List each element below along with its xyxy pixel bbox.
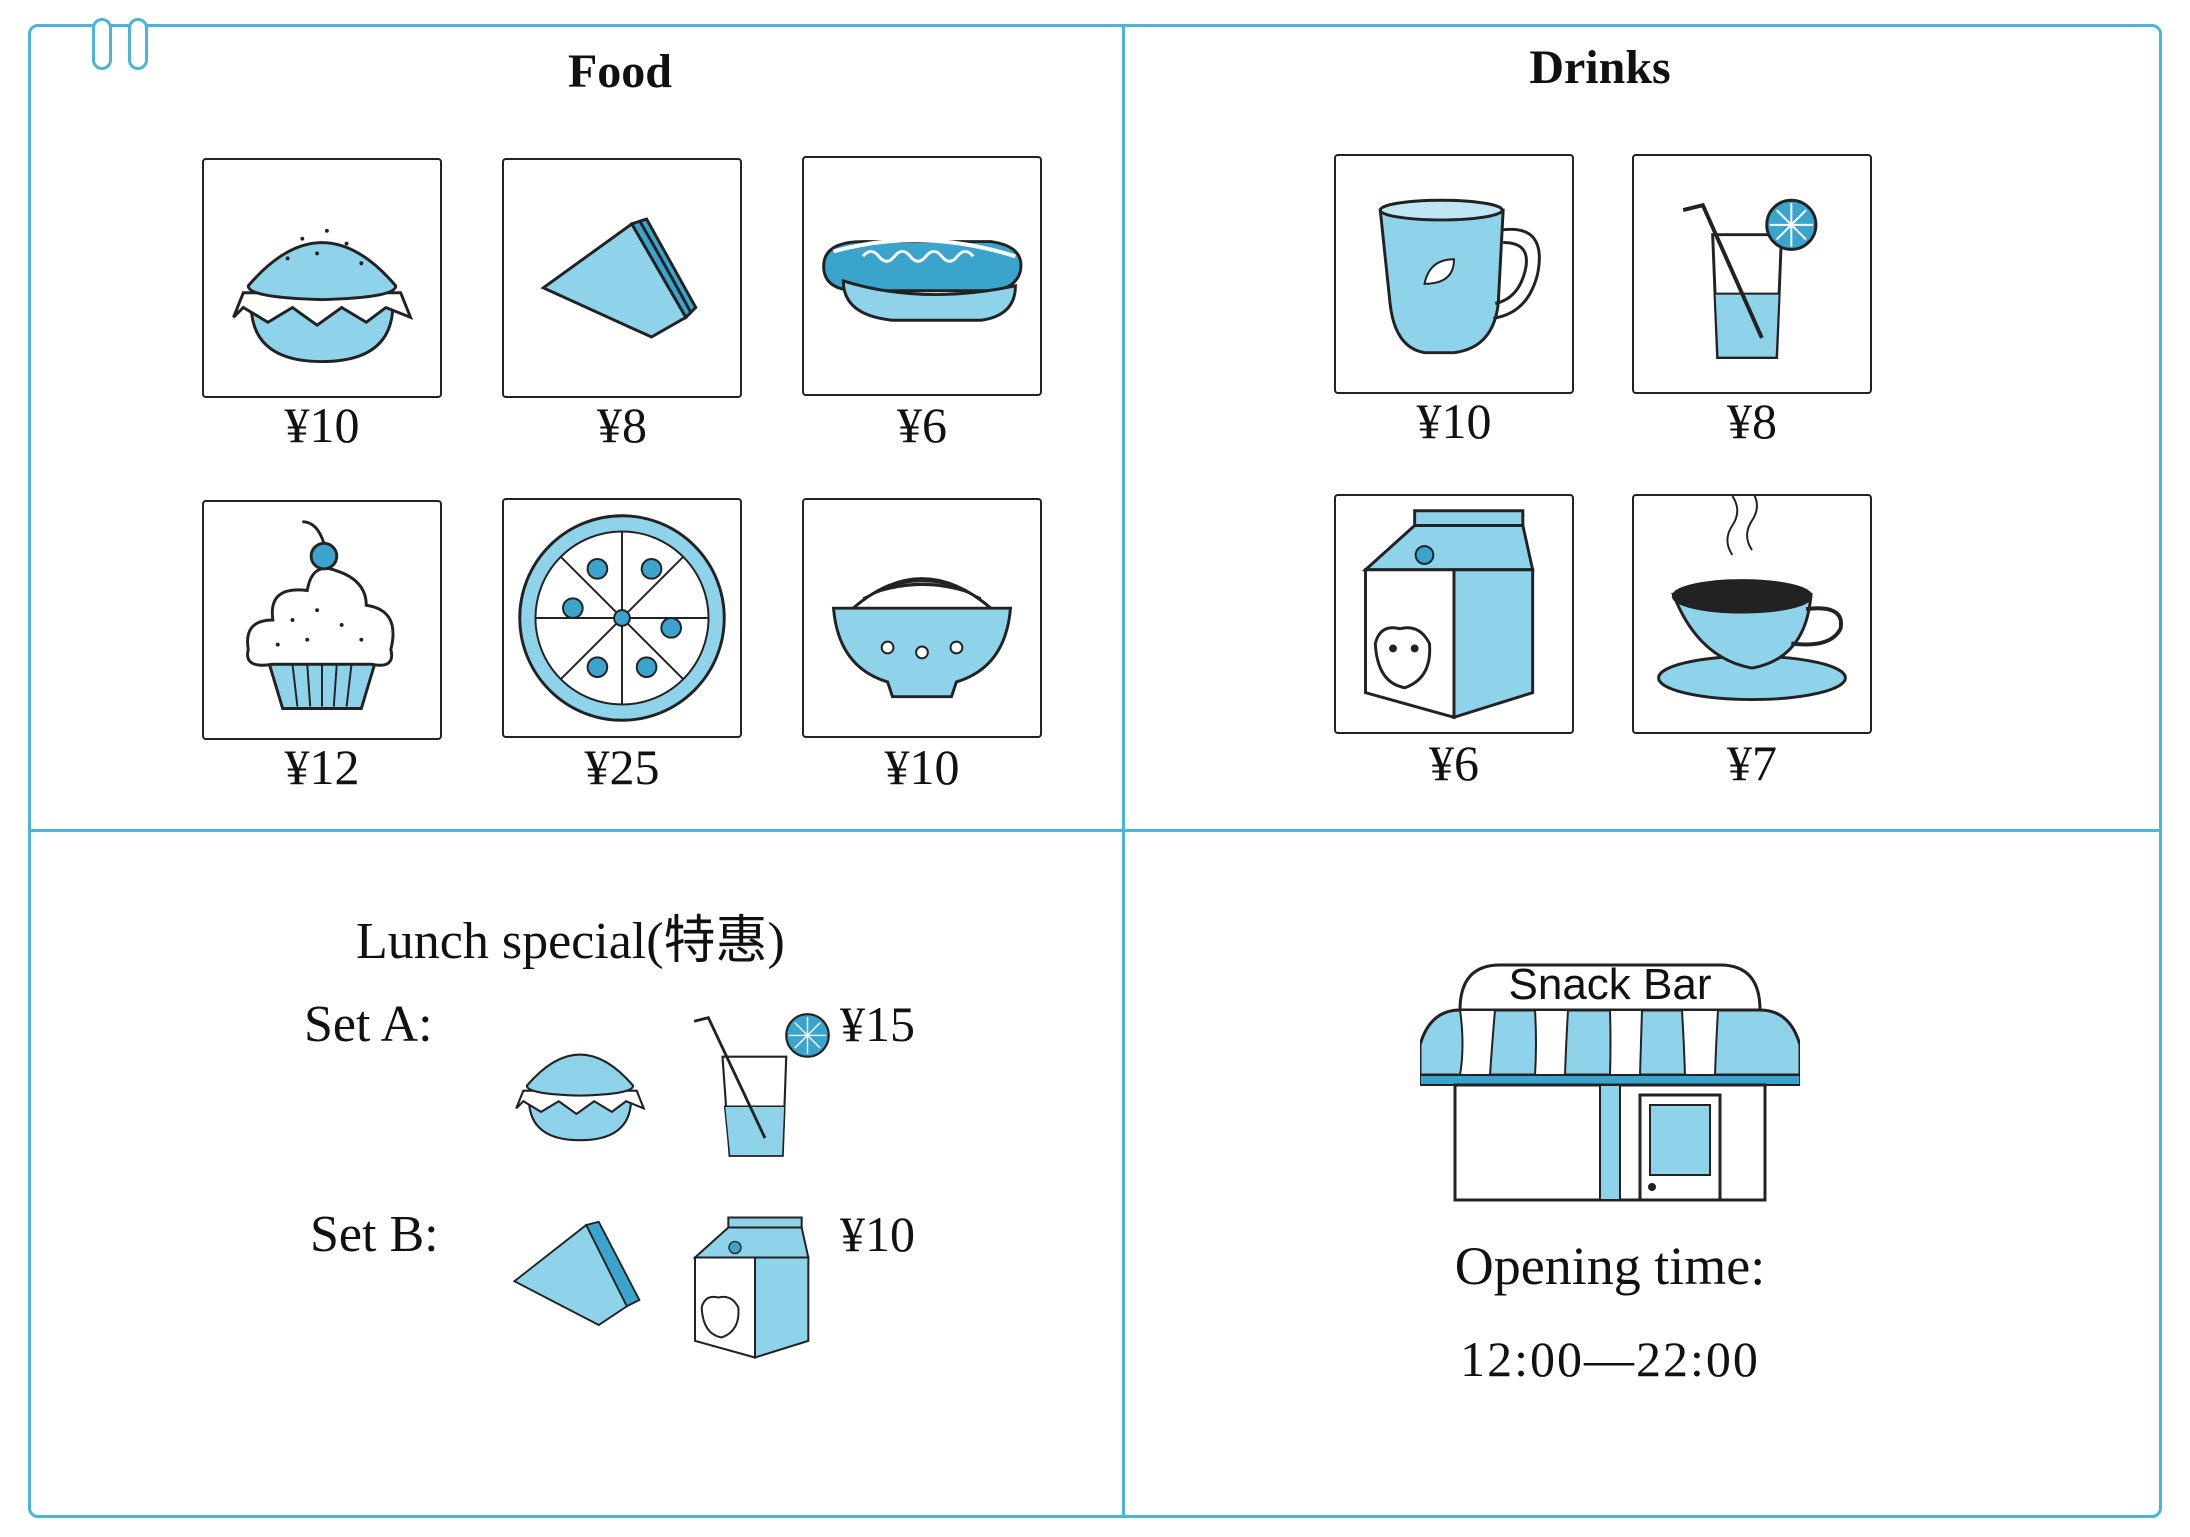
snack-bar-sign: Snack Bar xyxy=(1508,960,1712,1009)
drink-card-lemonade xyxy=(1632,154,1872,394)
set-b-sandwich xyxy=(495,1200,665,1350)
opening-time-label: Opening time: xyxy=(1454,1236,1766,1296)
set-a-price: ¥15 xyxy=(840,996,915,1052)
food-card-noodles xyxy=(802,498,1042,738)
drinks-title: Drinks xyxy=(1529,41,1671,94)
lunch-special-title: Lunch special(特惠) xyxy=(356,913,785,970)
pizza-icon xyxy=(518,514,726,722)
set-b-price: ¥10 xyxy=(840,1206,915,1262)
drink-card-milk xyxy=(1334,494,1574,734)
price-label: ¥10 xyxy=(284,397,360,453)
coffee-cup-icon xyxy=(1657,496,1847,702)
price-label: ¥6 xyxy=(897,397,947,453)
set-b-label: Set B: xyxy=(310,1206,439,1263)
noodles-icon xyxy=(831,577,1013,699)
drink-card-coffee xyxy=(1632,494,1872,734)
food-card-pizza xyxy=(502,498,742,738)
price-label: ¥8 xyxy=(597,397,647,453)
opening-hours: 12:00—22:00 xyxy=(1460,1331,1760,1387)
food-card-hamburger xyxy=(202,158,442,398)
cupcake-icon xyxy=(246,520,395,710)
price-label: ¥25 xyxy=(584,739,660,795)
set-a-lemonade xyxy=(680,995,850,1175)
drink-card-tea xyxy=(1334,154,1574,394)
price-label: ¥10 xyxy=(1416,393,1492,449)
sandwich-icon xyxy=(540,217,698,339)
hotdog-icon xyxy=(822,238,1023,322)
row-divider xyxy=(28,829,2162,832)
price-label: ¥10 xyxy=(884,739,960,795)
binder-clip-icon xyxy=(92,18,112,70)
food-card-hotdog xyxy=(802,156,1042,396)
set-a-hamburger xyxy=(495,995,665,1165)
milk-carton-icon xyxy=(692,1216,810,1359)
price-label: ¥7 xyxy=(1727,735,1777,791)
price-label: ¥12 xyxy=(284,739,360,795)
sandwich-icon xyxy=(512,1220,641,1327)
set-a-label: Set A: xyxy=(304,996,433,1053)
food-card-cupcake xyxy=(202,500,442,740)
hamburger-icon xyxy=(232,228,414,364)
milk-carton-icon xyxy=(1361,509,1535,720)
menu-frame xyxy=(28,24,2162,1518)
column-divider xyxy=(1122,26,1125,1516)
hamburger-icon xyxy=(515,1053,646,1142)
price-label: ¥6 xyxy=(1429,735,1479,791)
binder-clip-icon xyxy=(128,18,148,70)
set-b-milk xyxy=(675,1205,835,1370)
lemonade-icon xyxy=(693,1013,830,1157)
lemonade-icon xyxy=(1682,198,1818,360)
price-label: ¥8 xyxy=(1727,393,1777,449)
snack-bar-shop-icon xyxy=(1418,955,1802,1205)
tea-mug-icon xyxy=(1378,198,1541,355)
food-card-sandwich xyxy=(502,158,742,398)
food-title: Food xyxy=(567,45,672,98)
